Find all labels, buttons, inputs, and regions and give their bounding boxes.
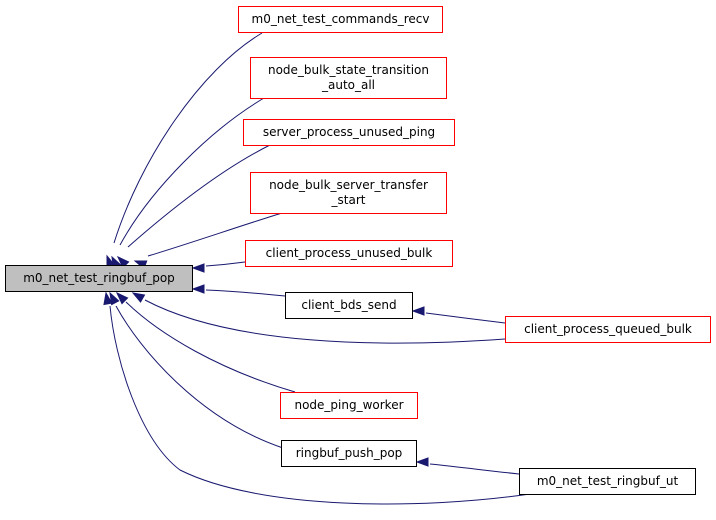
node-box[interactable]	[519, 468, 696, 495]
node-ringbuf-ut[interactable]: m0_net_test_ringbuf_ut	[519, 468, 696, 495]
edge-ringbuf_ut-to-ringbuf_pop	[103, 291, 531, 505]
node-server-process-unused-ping[interactable]: server_process_unused_ping	[243, 119, 455, 146]
edge-ringbuf_push_pop-to-ringbuf_pop	[109, 291, 284, 449]
node-box[interactable]	[285, 292, 413, 319]
edge-client_process_queued_bulk-to-client_bds_send	[411, 306, 506, 324]
edge-ringbuf_ut-to-ringbuf_push_pop	[415, 457, 520, 475]
node-box[interactable]	[250, 172, 447, 214]
arrowhead-icon	[116, 255, 130, 269]
edge-line	[109, 305, 531, 505]
edge-line	[205, 261, 246, 267]
edge-line	[429, 463, 520, 475]
node-client-process-unused-bulk[interactable]: client_process_unused_bulk	[245, 240, 453, 267]
node-box[interactable]	[5, 265, 193, 292]
arrowhead-icon	[115, 291, 129, 305]
edge-client_process_unused_bulk-to-ringbuf_pop	[191, 261, 246, 273]
node-box[interactable]	[505, 316, 711, 343]
arrowhead-icon	[191, 284, 205, 294]
node-label[interactable]: node_ping_worker	[294, 398, 403, 412]
node-label[interactable]: _auto_all	[321, 78, 375, 92]
node-ringbuf-push-pop[interactable]: ringbuf_push_pop	[281, 440, 417, 467]
edge-line	[113, 32, 263, 244]
node-box[interactable]	[238, 6, 443, 33]
arrowhead-icon	[109, 291, 120, 306]
node-label[interactable]: server_process_unused_ping	[263, 125, 435, 139]
node-box[interactable]	[245, 240, 453, 267]
arrowhead-icon	[411, 306, 425, 316]
edge-line	[127, 144, 271, 248]
edge-line	[205, 289, 286, 297]
edge-server_process_unused_ping-to-ringbuf_pop	[116, 144, 271, 269]
node-label[interactable]: m0_net_test_commands_recv	[252, 12, 430, 26]
nodes-layer: m0_net_test_ringbuf_pop m0_net_test_comma…	[5, 6, 711, 495]
edge-client_bds_send-to-ringbuf_pop	[191, 284, 286, 297]
edge-line	[147, 212, 283, 257]
arrowhead-icon	[103, 291, 113, 306]
node-label[interactable]: node_bulk_server_transfer	[269, 178, 428, 192]
edge-client_process_queued_bulk-to-ringbuf_pop	[131, 292, 506, 344]
node-box[interactable]	[243, 119, 455, 146]
edge-node_ping_worker-to-ringbuf_pop	[115, 291, 296, 393]
edge-commands_recv-to-ringbuf_pop	[106, 32, 263, 269]
arrowhead-icon	[415, 457, 429, 467]
node-label[interactable]: ringbuf_push_pop	[296, 446, 403, 460]
node-label[interactable]: _start	[331, 193, 366, 207]
node-label[interactable]: m0_net_test_ringbuf_pop	[23, 271, 175, 285]
edge-line	[144, 299, 506, 344]
arrowhead-icon	[131, 292, 146, 303]
node-node-ping-worker[interactable]: node_ping_worker	[280, 392, 418, 419]
node-label[interactable]: client_bds_send	[301, 298, 396, 312]
node-label[interactable]: client_process_unused_bulk	[266, 246, 433, 260]
node-box[interactable]	[280, 392, 418, 419]
arrowhead-icon	[191, 263, 205, 273]
node-label[interactable]: m0_net_test_ringbuf_ut	[537, 474, 679, 488]
node-box[interactable]	[281, 440, 417, 467]
node-node-bulk-server-transfer-start[interactable]: node_bulk_server_transfer_start	[250, 172, 447, 214]
node-label[interactable]: node_bulk_state_transition	[268, 63, 429, 77]
node-client-process-queued-bulk[interactable]: client_process_queued_bulk	[505, 316, 711, 343]
edge-line	[425, 312, 506, 324]
edge-line	[119, 97, 265, 246]
node-client-bds-send[interactable]: client_bds_send	[285, 292, 413, 319]
node-ringbuf-pop[interactable]: m0_net_test_ringbuf_pop	[5, 265, 193, 292]
edge-line	[115, 305, 284, 449]
node-label[interactable]: client_process_queued_bulk	[524, 322, 692, 336]
edge-line	[125, 301, 296, 393]
node-box[interactable]	[250, 57, 447, 99]
node-commands-recv[interactable]: m0_net_test_commands_recv	[238, 6, 443, 33]
node-node-bulk-state-transition-auto-all[interactable]: node_bulk_state_transition_auto_all	[250, 57, 447, 99]
